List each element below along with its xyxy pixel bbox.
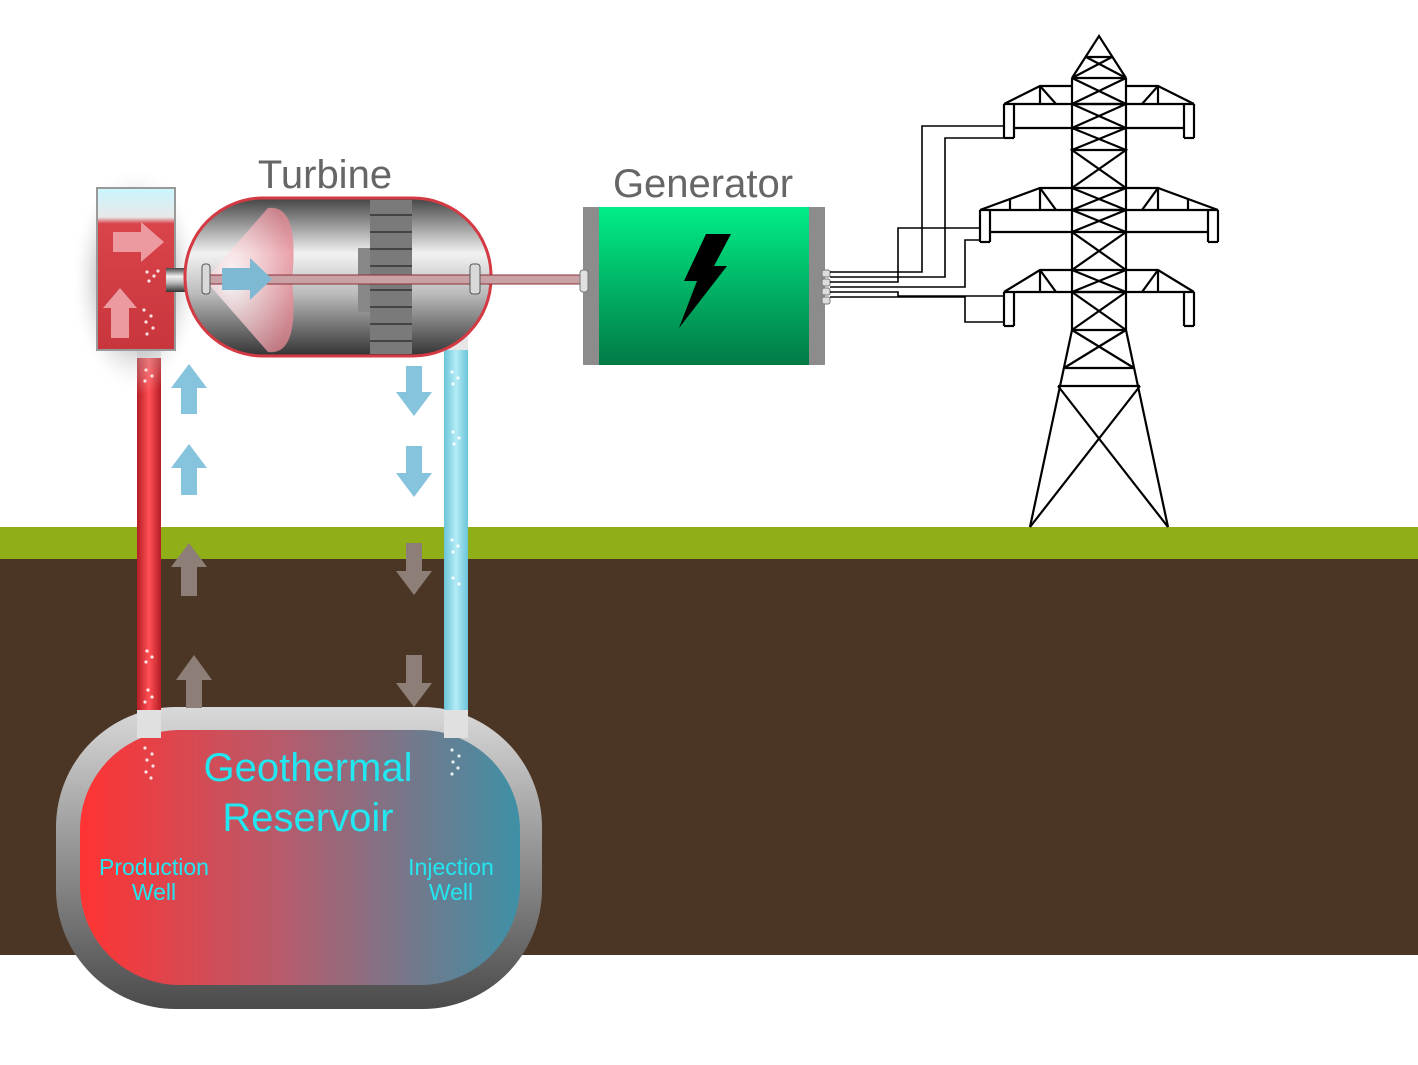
arrow-right-icon	[113, 222, 164, 262]
arrow-up-icon	[103, 288, 137, 338]
arrow-up-icon	[176, 655, 212, 708]
lightning-bolt-icon	[679, 234, 731, 328]
power-tower-icon	[978, 33, 1220, 528]
arrow-right-icon	[222, 258, 272, 300]
generator-terminals	[821, 269, 831, 305]
separator-tank	[70, 165, 202, 395]
arrow-down-icon	[396, 543, 432, 595]
injection-well-label-line1: Injection	[408, 854, 494, 880]
turbine-label: Turbine	[258, 153, 392, 197]
generator	[579, 207, 831, 365]
injection-well-label-line2: Well	[429, 879, 473, 905]
generator-label: Generator	[613, 162, 793, 206]
reservoir-title-line1: Geothermal	[204, 746, 413, 790]
production-well-pipe	[137, 346, 161, 780]
transmission-wires	[830, 125, 1005, 323]
production-well-label-line1: Production	[99, 854, 209, 880]
arrow-down-icon	[396, 446, 432, 497]
arrow-down-icon	[396, 366, 432, 416]
reservoir-title-line2: Reservoir	[222, 796, 393, 840]
arrow-down-icon	[396, 655, 432, 707]
production-well-label-line2: Well	[132, 879, 176, 905]
arrow-up-icon	[171, 444, 207, 495]
flow-arrows-down	[396, 366, 432, 707]
arrow-up-icon	[171, 543, 207, 596]
injection-well-pipe	[444, 308, 468, 776]
grass-strip	[0, 527, 1418, 559]
geothermal-reservoir	[56, 707, 542, 1009]
turbine	[183, 196, 586, 358]
